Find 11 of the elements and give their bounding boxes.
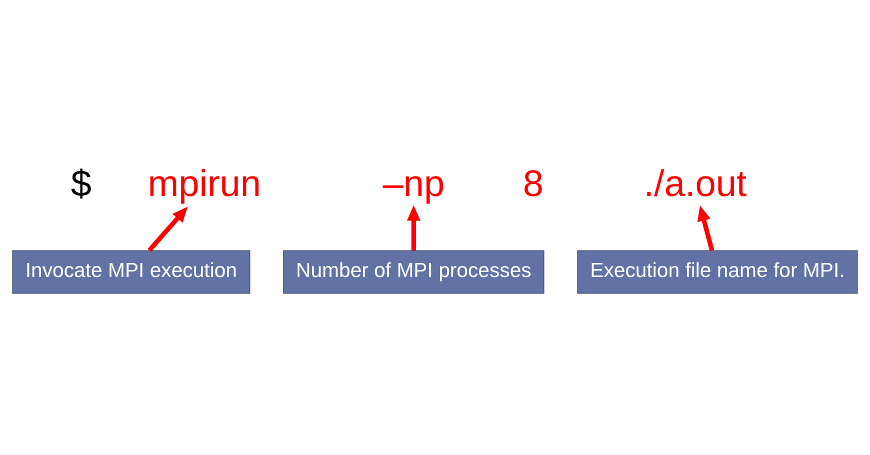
node-text: ./a.out — [644, 162, 747, 204]
node-box: Invocate MPI execution — [12, 250, 250, 294]
node-box: Number of MPI processes — [283, 250, 544, 294]
node-text: –np — [382, 162, 445, 204]
arrow — [148, 206, 188, 252]
node-text: mpirun — [148, 162, 261, 204]
label: $ — [70, 162, 92, 204]
label: 8 — [522, 162, 544, 204]
arrow — [406, 204, 420, 250]
arrow — [697, 204, 714, 251]
node-box: Execution file name for MPI. — [577, 250, 858, 294]
